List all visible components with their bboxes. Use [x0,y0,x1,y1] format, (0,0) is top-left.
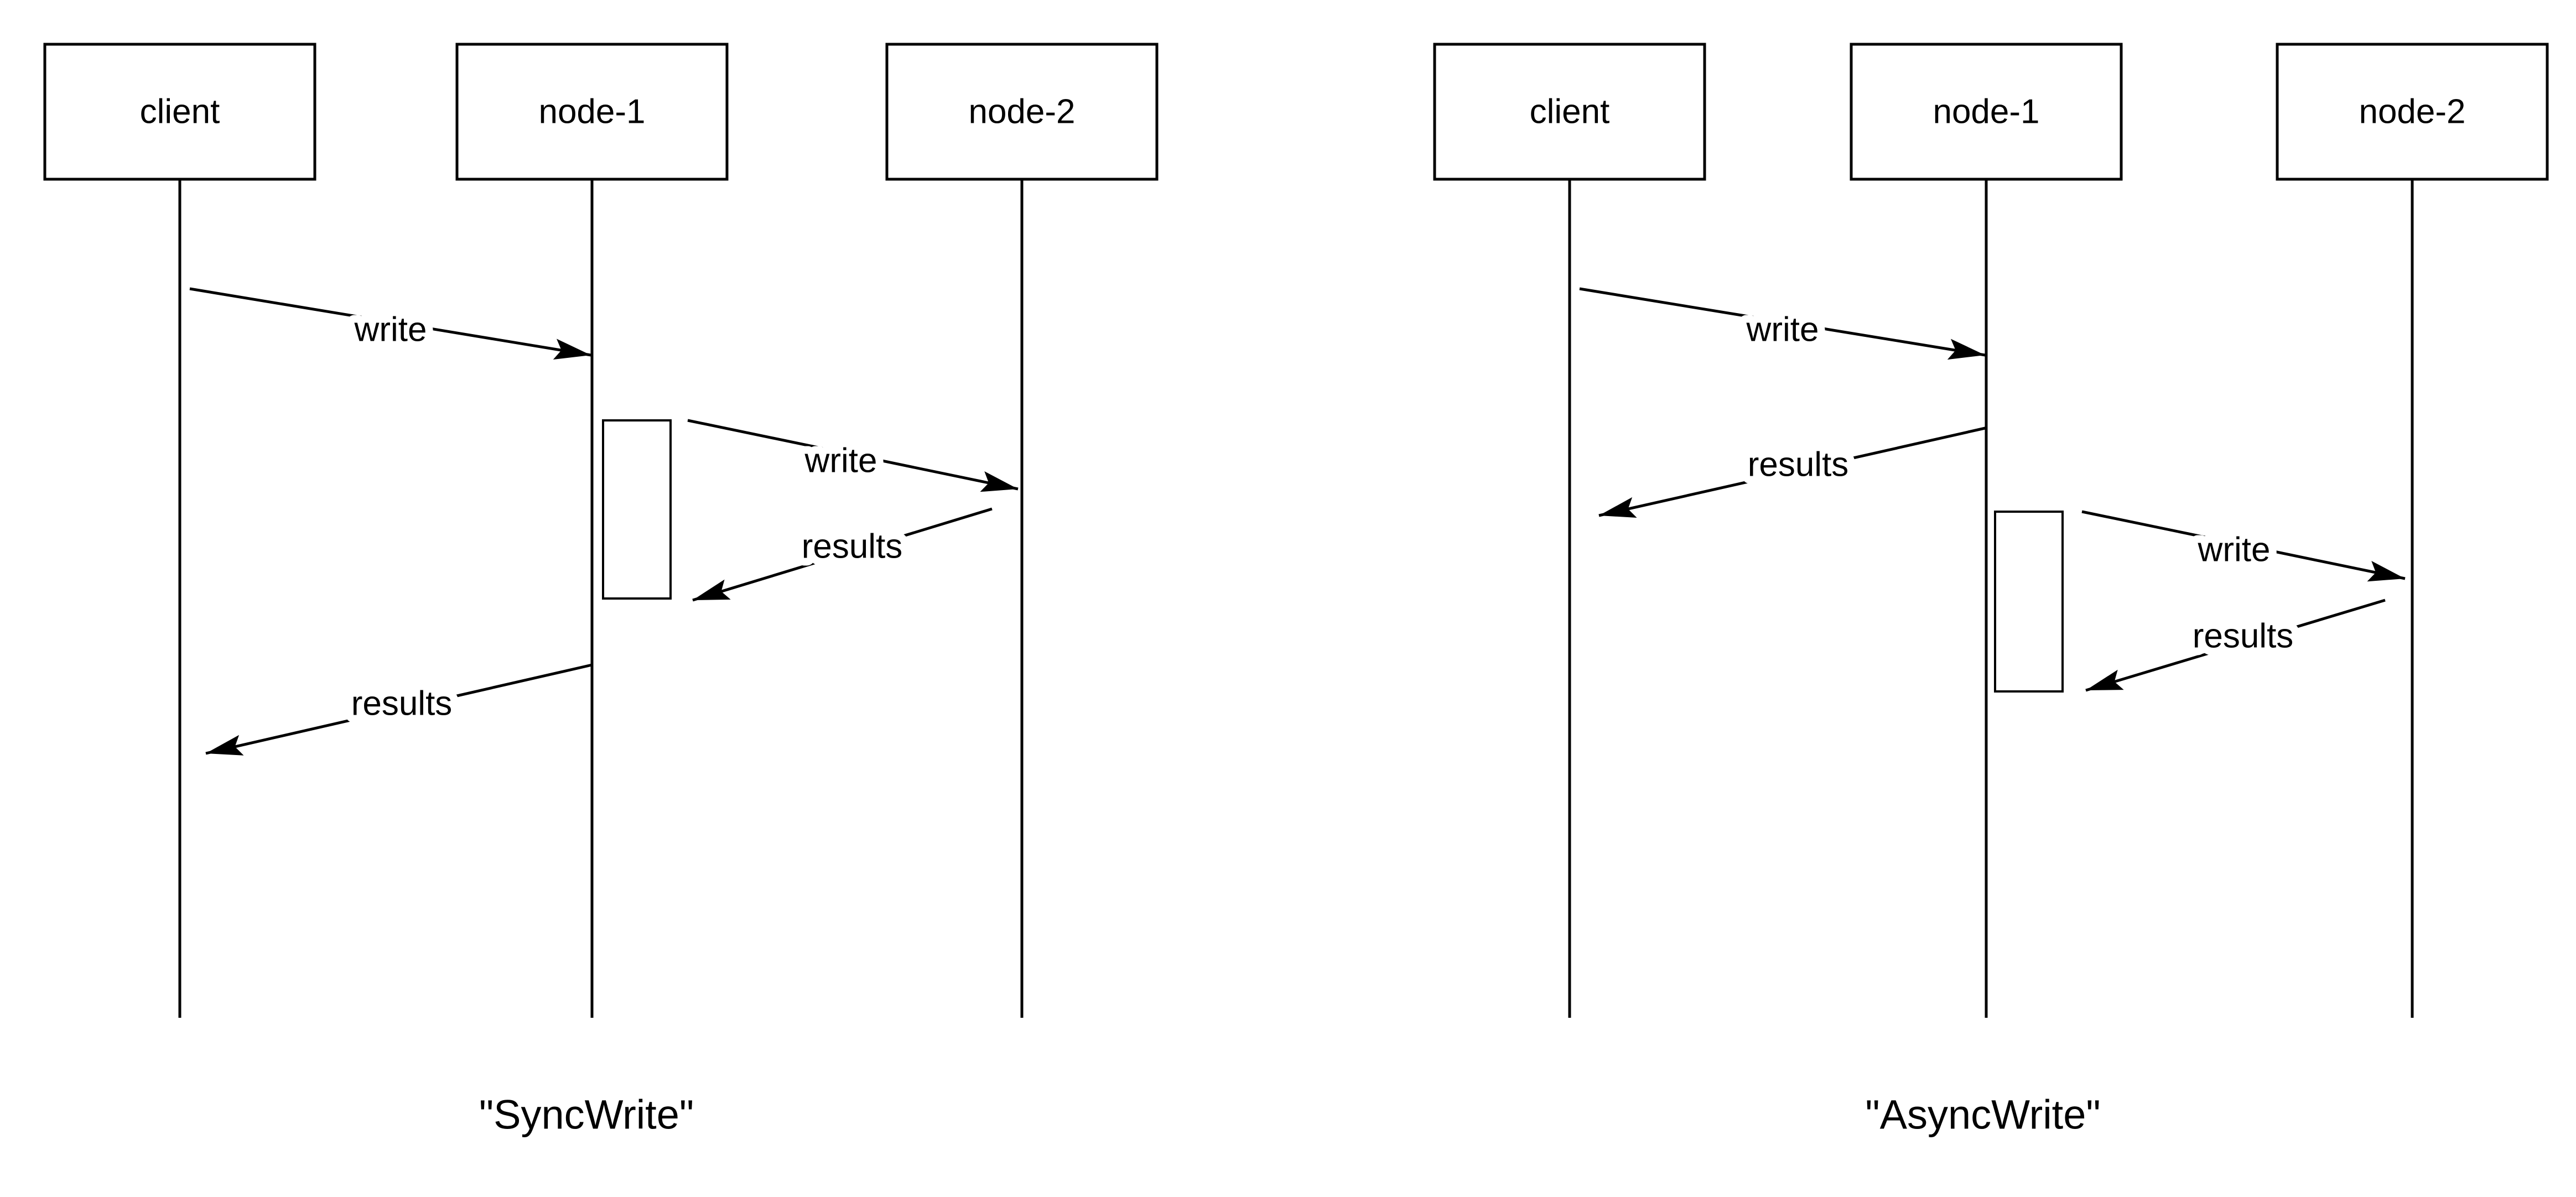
message-label-write-2: write [2198,531,2271,569]
message-line-results-3 [2085,598,2386,692]
actor-box-node-1 [455,43,729,181]
message-label-write-1: write [804,442,877,480]
message-label-results-2: results [802,528,903,566]
message-label-results-3: results [351,685,453,723]
actor-label-node-1: node-1 [1933,93,2039,131]
diagram-syncwrite: client node-1 node-2 write write results resul… [43,43,1159,1138]
actor-box-client [43,43,316,181]
caption-syncwrite: "SyncWrite" [479,1092,694,1138]
diagram-asyncwrite: client node-1 node-2 write results write resul… [1433,43,2549,1138]
actor-label-client: client [140,93,220,131]
message-line-write-0 [1579,287,1986,360]
message-line-write-1 [687,419,1019,492]
actor-label-client: client [1530,93,1610,131]
actor-box-node-1 [1850,43,2123,181]
actor-label-node-2: node-2 [2359,93,2465,131]
message-label-write-0: write [1746,311,1819,349]
message-label-results-1: results [1748,446,1849,484]
message-label-write-0: write [354,311,427,349]
activation-bar-syncwrite-0 [602,419,672,600]
actor-box-node-2 [885,43,1159,181]
message-line-write-2 [2081,510,2406,582]
actor-label-node-1: node-1 [538,93,645,131]
message-line-write-0 [189,287,591,360]
message-label-results-3: results [2193,617,2294,655]
actor-label-node-2: node-2 [968,93,1075,131]
activation-bar-asyncwrite-0 [1994,511,2064,693]
message-line-results-2 [692,507,993,602]
actor-box-client [1433,43,1706,181]
message-line-results-1 [1598,426,1986,518]
caption-asyncwrite: "AsyncWrite" [1865,1092,2100,1138]
actor-box-node-2 [2276,43,2549,181]
message-line-results-3 [205,663,593,756]
